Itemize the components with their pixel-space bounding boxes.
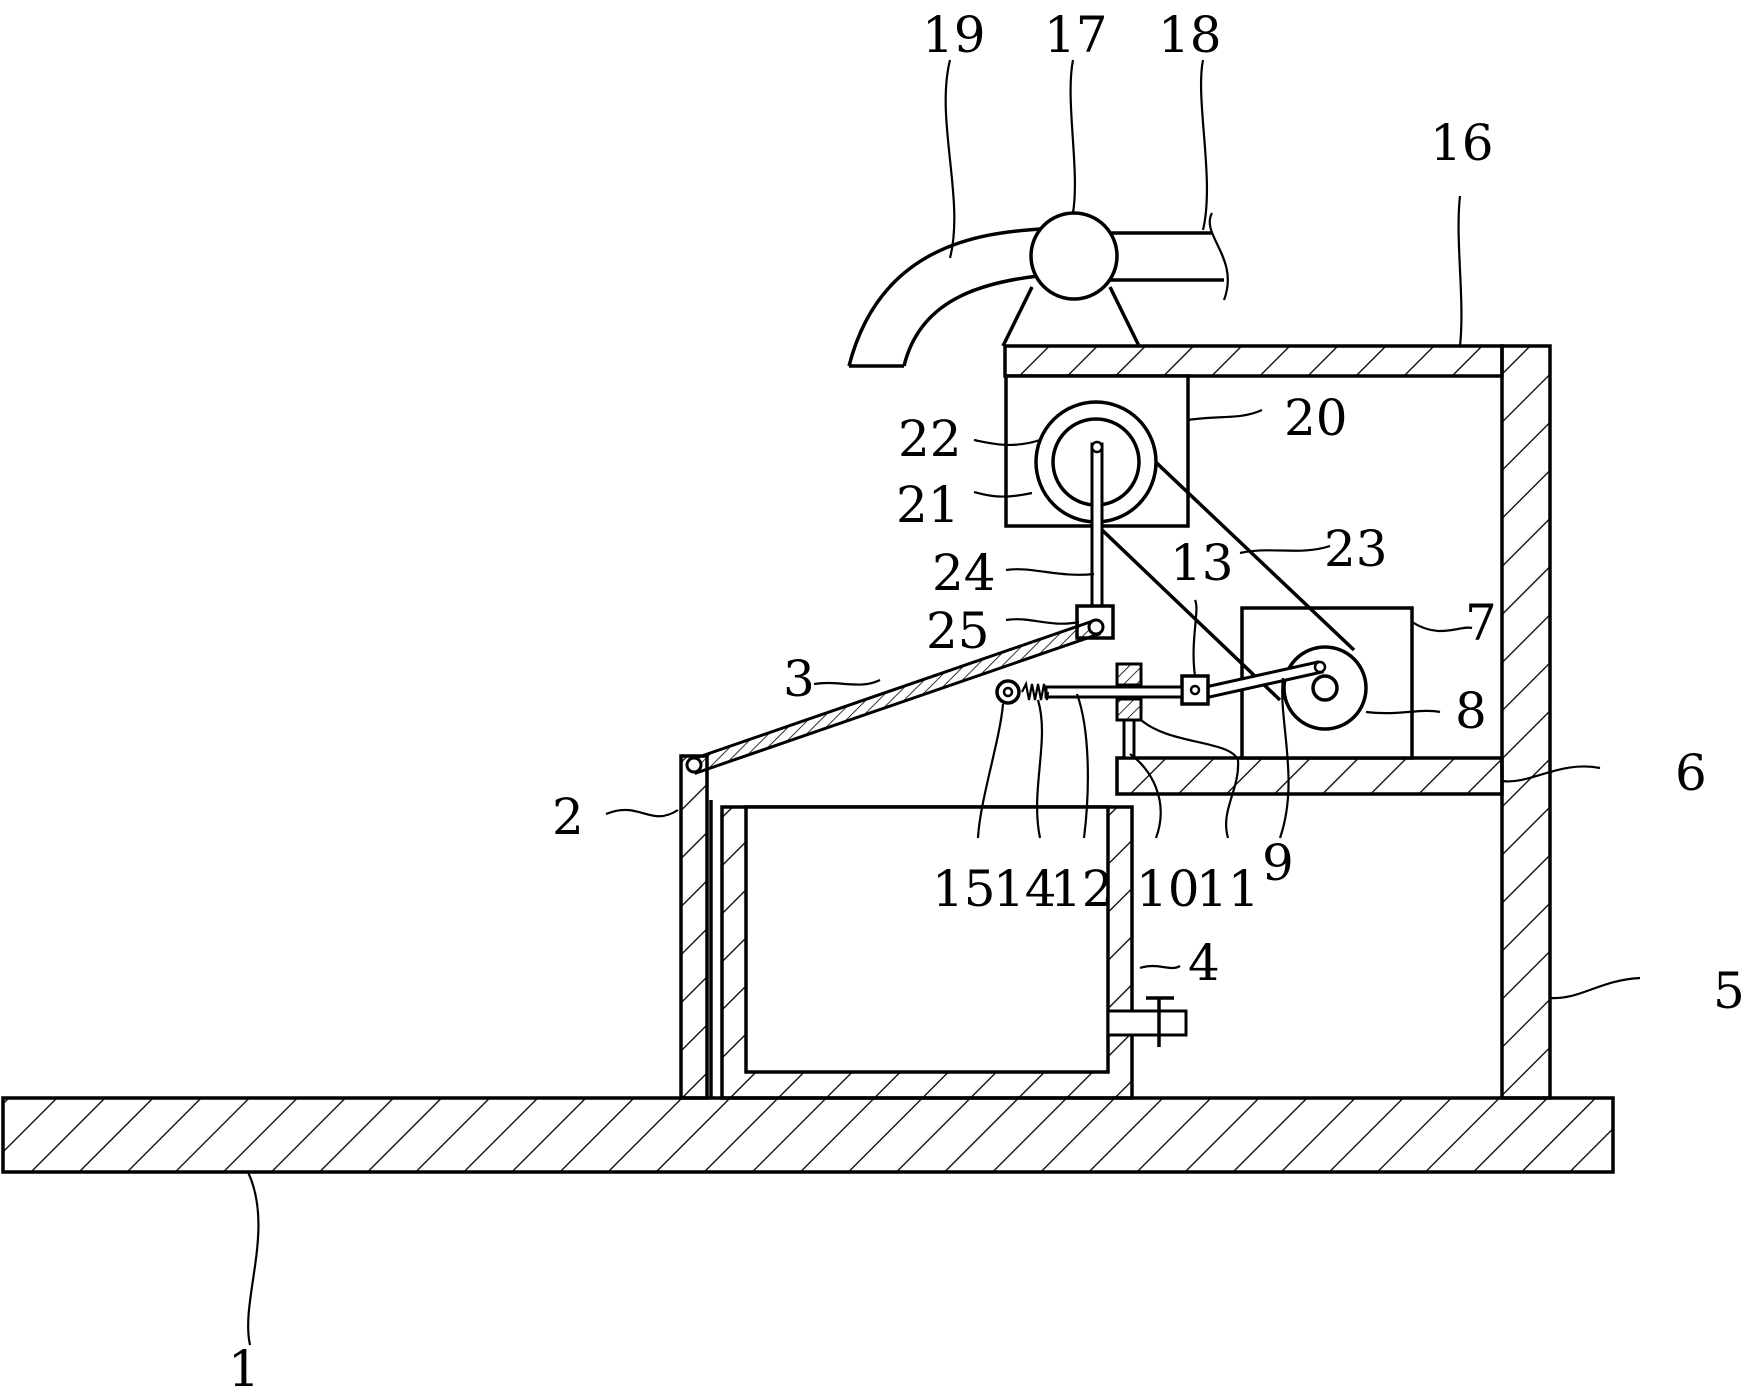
label-8: 8 <box>1455 682 1487 740</box>
reference-numerals: 1 2 3 4 5 6 7 8 9 10 11 12 13 14 15 16 1… <box>228 6 1745 1386</box>
inclined-screen <box>685 618 1105 775</box>
middle-shelf <box>1115 756 1504 796</box>
label-17: 17 <box>1044 6 1108 64</box>
label-2: 2 <box>552 788 584 846</box>
label-24: 24 <box>932 544 996 602</box>
label-15: 15 <box>932 860 996 918</box>
leader-lines <box>247 59 1641 1346</box>
label-12: 12 <box>1050 860 1114 918</box>
belt-upper-run <box>1123 431 1356 652</box>
label-10: 10 <box>1136 860 1200 918</box>
label-1: 1 <box>228 1340 260 1386</box>
label-5: 5 <box>1713 962 1745 1020</box>
label-18: 18 <box>1158 6 1222 64</box>
push-rod <box>1044 685 1184 699</box>
right-wall <box>1500 344 1552 1100</box>
label-4: 4 <box>1188 934 1220 992</box>
base-plate <box>1 1096 1615 1174</box>
label-7: 7 <box>1465 594 1497 652</box>
label-13: 13 <box>1170 534 1234 592</box>
label-23: 23 <box>1324 520 1388 578</box>
crank-rod <box>1090 442 1104 614</box>
left-support <box>679 754 709 1100</box>
label-22: 22 <box>898 410 962 468</box>
label-3: 3 <box>783 650 815 708</box>
label-19: 19 <box>922 6 986 64</box>
small-pulley-hub <box>1311 674 1339 702</box>
label-9: 9 <box>1262 834 1294 892</box>
guide-sleeve-top <box>1115 662 1143 687</box>
label-20: 20 <box>1284 389 1348 447</box>
guide-sleeve-bottom <box>1115 697 1143 722</box>
label-25: 25 <box>926 602 990 660</box>
fan-assembly <box>847 211 1229 368</box>
label-11: 11 <box>1196 860 1260 918</box>
label-21: 21 <box>896 476 960 534</box>
collection-box <box>720 805 1188 1100</box>
label-16: 16 <box>1430 114 1494 172</box>
label-14: 14 <box>993 860 1057 918</box>
top-plate <box>1003 344 1504 378</box>
belt-lower-run <box>1077 506 1282 702</box>
label-6: 6 <box>1675 744 1707 802</box>
spring <box>1021 680 1050 701</box>
fan-body <box>1029 211 1119 301</box>
sleeve-support <box>1122 718 1136 760</box>
